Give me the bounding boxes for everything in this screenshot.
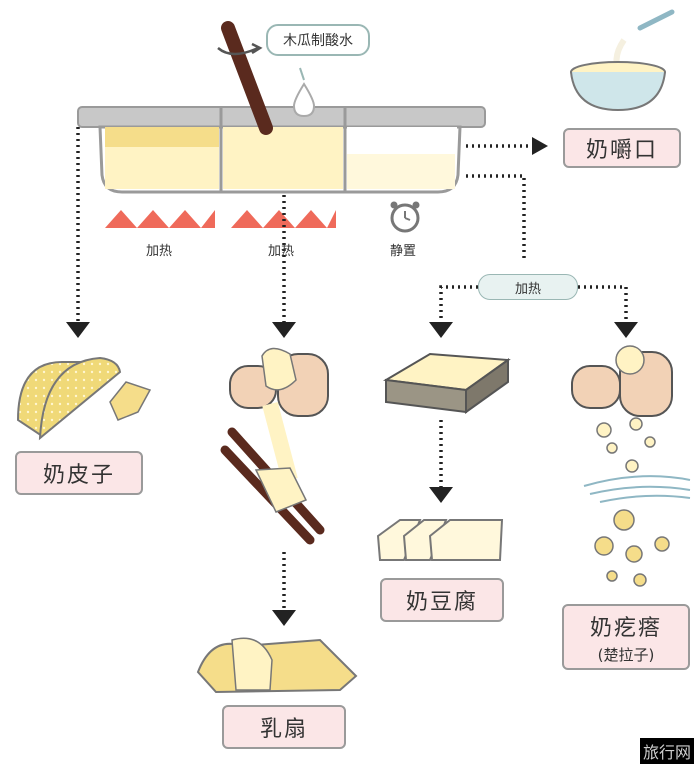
bowl-icon — [570, 9, 675, 112]
cheese-curl-icon — [196, 637, 358, 694]
label-naigeda: 奶疙瘩 (楚拉子) — [562, 604, 690, 670]
arrowheads — [66, 137, 638, 626]
hand-icon — [229, 347, 329, 483]
wind-icon — [583, 475, 691, 503]
rest-label: 静置 — [390, 244, 417, 259]
tofu-slices-icon — [376, 519, 504, 561]
heat-label-1: 加热 — [146, 244, 173, 259]
branch-heat-label: 加热 — [514, 281, 541, 297]
callout-text: 木瓜制酸水 — [283, 33, 353, 49]
label-naidoufu-text: 奶豆腐 — [405, 590, 478, 615]
heat-label-2: 加热 — [268, 244, 295, 259]
chopsticks-icon — [220, 427, 325, 545]
label-naipizi: 奶皮子 — [15, 451, 143, 495]
clock-icon — [390, 201, 420, 233]
label-naigeda-sub: (楚拉子) — [597, 645, 655, 664]
skin-sheet-icon — [16, 356, 152, 441]
acid-water-callout: 木瓜制酸水 — [266, 24, 370, 56]
label-naigeda-text: 奶疙瘩 — [589, 615, 662, 641]
label-naijiekou: 奶嚼口 — [563, 128, 681, 168]
branch-heat-pill: 加热 — [478, 274, 578, 300]
stick-icon — [217, 21, 273, 135]
label-naipizi-text: 奶皮子 — [42, 463, 115, 488]
droplet-icon — [292, 82, 316, 118]
flame-icon — [105, 210, 336, 228]
hand-icon — [571, 345, 673, 417]
pot-icon — [77, 106, 486, 194]
label-naijiekou-text: 奶嚼口 — [585, 138, 658, 163]
watermark: 旅行网 — [640, 738, 695, 764]
crumb-icon — [594, 417, 670, 587]
tofu-tray-icon — [382, 352, 511, 414]
label-rushan-text: 乳扇 — [259, 717, 308, 742]
label-naidoufu: 奶豆腐 — [380, 578, 504, 622]
label-rushan: 乳扇 — [222, 705, 346, 749]
flow-arrows — [76, 127, 628, 610]
